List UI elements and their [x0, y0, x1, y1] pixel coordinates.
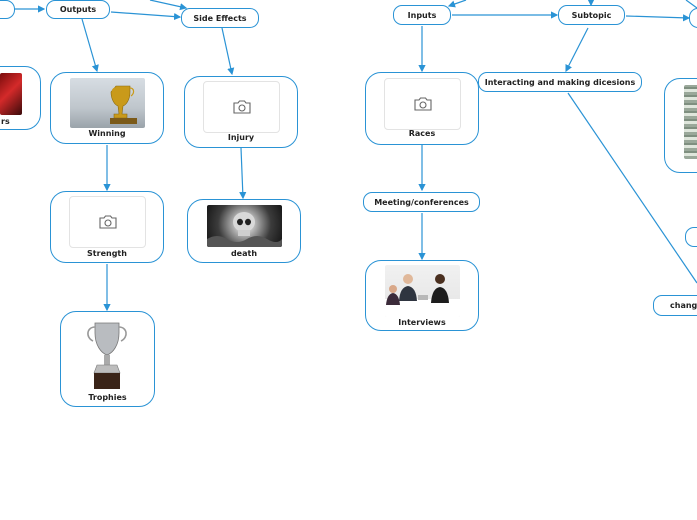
node-left-edge[interactable] — [0, 0, 15, 19]
node-interacting[interactable]: Interacting and making dicesions — [478, 72, 642, 92]
trophy-photo — [70, 78, 145, 128]
connector — [447, 0, 467, 8]
skull-photo — [207, 205, 282, 247]
node-label: rs — [1, 117, 10, 126]
connector — [110, 11, 182, 21]
node-right-small[interactable] — [685, 227, 697, 247]
silver-trophy-photo — [83, 319, 131, 391]
connector — [239, 147, 247, 200]
node-label: Injury — [227, 133, 255, 142]
node-side-effects[interactable]: Side Effects — [181, 8, 259, 28]
node-winning[interactable]: Winning — [50, 72, 164, 144]
node-changing[interactable]: changi — [653, 295, 697, 316]
node-label: Trophies — [88, 393, 127, 402]
connector — [81, 18, 99, 73]
node-cars[interactable]: rs — [0, 66, 41, 130]
node-label: death — [230, 249, 258, 258]
camera-icon — [98, 215, 117, 229]
node-strength[interactable]: Strength — [50, 191, 164, 263]
money-photo — [684, 85, 697, 159]
image-placeholder — [69, 196, 146, 248]
camera-icon — [413, 97, 432, 111]
node-meeting[interactable]: Meeting/conferences — [363, 192, 480, 212]
node-death[interactable]: death — [187, 199, 301, 263]
image-placeholder — [384, 78, 461, 130]
image-placeholder — [203, 81, 280, 133]
node-outputs[interactable]: Outputs — [46, 0, 110, 19]
node-label: Winning — [88, 129, 126, 138]
node-interviews[interactable]: Interviews — [365, 260, 479, 331]
node-injury[interactable]: Injury — [184, 76, 298, 148]
node-money[interactable] — [664, 78, 697, 173]
node-trophies[interactable]: Trophies — [60, 311, 155, 407]
node-label: Strength — [87, 249, 127, 258]
connector — [565, 27, 589, 73]
connector — [149, 0, 188, 11]
connector — [685, 0, 697, 9]
node-races[interactable]: Races — [365, 72, 479, 145]
camera-icon — [232, 100, 251, 114]
node-label: Races — [408, 129, 436, 138]
cars-image — [0, 73, 22, 115]
connector — [625, 14, 691, 22]
node-label: Interviews — [398, 318, 446, 327]
interview-photo — [385, 265, 460, 317]
node-subtopic[interactable]: Subtopic — [558, 5, 625, 25]
node-inputs[interactable]: Inputs — [393, 5, 451, 25]
connector — [221, 27, 235, 76]
connector — [567, 92, 697, 284]
